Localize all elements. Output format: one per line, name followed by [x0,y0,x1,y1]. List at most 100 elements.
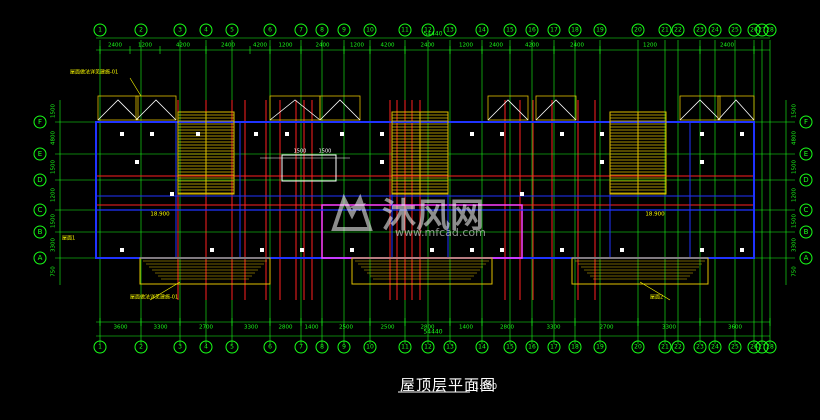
left-axis-bubble-A [33,251,47,265]
marker-13 [120,248,124,252]
top-dim-8: 4200 [381,43,395,49]
bottom-axis-label-26: 26 [750,344,758,351]
top-gable-3 [319,95,361,121]
left-axis-bubble-F [33,115,47,129]
top-axis-bubble-6 [263,23,277,37]
top-dim-15: 2400 [720,43,734,49]
top-dim-9: 2400 [421,43,435,49]
top-axis-bubble-14 [475,23,489,37]
marker-27 [600,160,604,164]
top-axis-label-12: 12 [424,27,432,34]
bottom-dim-2: 2700 [199,325,213,331]
right-axis-label-F: F [804,118,808,126]
hatched-roof-blocks [97,95,755,285]
bottom-axis-bubble-9 [337,340,351,354]
drawing-scale: 1:100 [474,382,498,391]
leader-bottom-right [639,281,671,301]
marker-30 [520,192,524,196]
marker-0 [120,132,124,136]
bottom-axis-bubble-24 [708,340,722,354]
top-axis-label-13: 13 [446,27,454,34]
marker-24 [740,248,744,252]
marker-21 [560,248,564,252]
bottom-axis-label-12: 12 [424,344,432,351]
top-axis-label-6: 6 [268,27,272,34]
bottom-dim-8: 2800 [421,325,435,331]
marker-5 [340,132,344,136]
top-axis-bubble-26 [747,23,761,37]
marker-17 [350,248,354,252]
bottom-axis-label-10: 10 [366,344,374,351]
left-axis-bubble-D [33,173,47,187]
bottom-axis-bubble-5 [225,340,239,354]
bottom-axis-label-28: 28 [766,344,774,351]
left-dim-3: 1200 [51,188,57,202]
top-axis-bubble-10 [363,23,377,37]
bottom-axis-bubble-7 [294,340,308,354]
bottom-axis-label-22: 22 [674,344,682,351]
marker-12 [740,132,744,136]
bottom-axis-label-1: 1 [98,344,102,351]
bottom-axis-label-4: 4 [204,344,208,351]
marker-28 [700,160,704,164]
marker-9 [560,132,564,136]
bottom-axis-label-21: 21 [661,344,669,351]
bottom-axis-bubble-20 [631,340,645,354]
left-dim-4: 1500 [51,214,57,228]
left-axis-bubble-C [33,203,47,217]
left-dim-2: 1500 [51,160,57,174]
top-axis-bubble-15 [503,23,517,37]
bottom-dim-3: 3300 [244,325,258,331]
top-axis-label-23: 23 [696,27,704,34]
top-axis-label-9: 9 [342,27,346,34]
top-axis-bubble-18 [568,23,582,37]
top-axis-label-4: 4 [204,27,208,34]
top-axis-label-28: 28 [766,27,774,34]
bottom-axis-bubble-1 [93,340,107,354]
left-dim-1: 4800 [51,131,57,145]
right-dim-3: 1200 [792,188,798,202]
top-axis-label-11: 11 [401,27,409,34]
top-axis-label-15: 15 [506,27,514,34]
left-axis-label-F: F [38,118,42,126]
bottom-dim-11: 3300 [547,325,561,331]
top-total-dim: 54440 [423,31,442,38]
marker-25 [135,160,139,164]
left-axis-label-A: A [38,254,43,262]
top-gable-7 [717,95,755,121]
right-axis-label-B: B [804,228,809,236]
top-dim-10: 1200 [459,43,473,49]
left-axis-label-C: C [38,206,43,214]
bottom-roof-2 [571,257,709,285]
right-dim-6: 750 [792,266,798,277]
top-dim-6: 2400 [316,43,330,49]
bottom-axis-bubble-22 [671,340,685,354]
top-axis-label-21: 21 [661,27,669,34]
bottom-axis-bubble-23 [693,340,707,354]
marker-19 [470,248,474,252]
marker-23 [700,248,704,252]
top-axis-bubble-13 [443,23,457,37]
bottom-axis-bubble-18 [568,340,582,354]
right-axis-label-E: E [804,150,808,158]
right-axis-bubble-B [799,225,813,239]
top-axis-bubble-27 [755,23,769,37]
leader-bottom-left [149,281,181,301]
bottom-dim-4: 2800 [279,325,293,331]
bottom-axis-label-9: 9 [342,344,346,351]
bottom-roof-0 [139,257,271,285]
bottom-axis-label-7: 7 [299,344,303,351]
top-axis-label-10: 10 [366,27,374,34]
top-gable-4 [487,95,529,121]
center-room-dim-2: 1500 [319,149,332,155]
top-dim-14: 1200 [643,43,657,49]
bottom-dim-6: 2500 [339,325,353,331]
top-axis-label-26: 26 [750,27,758,34]
top-axis-label-20: 20 [634,27,642,34]
